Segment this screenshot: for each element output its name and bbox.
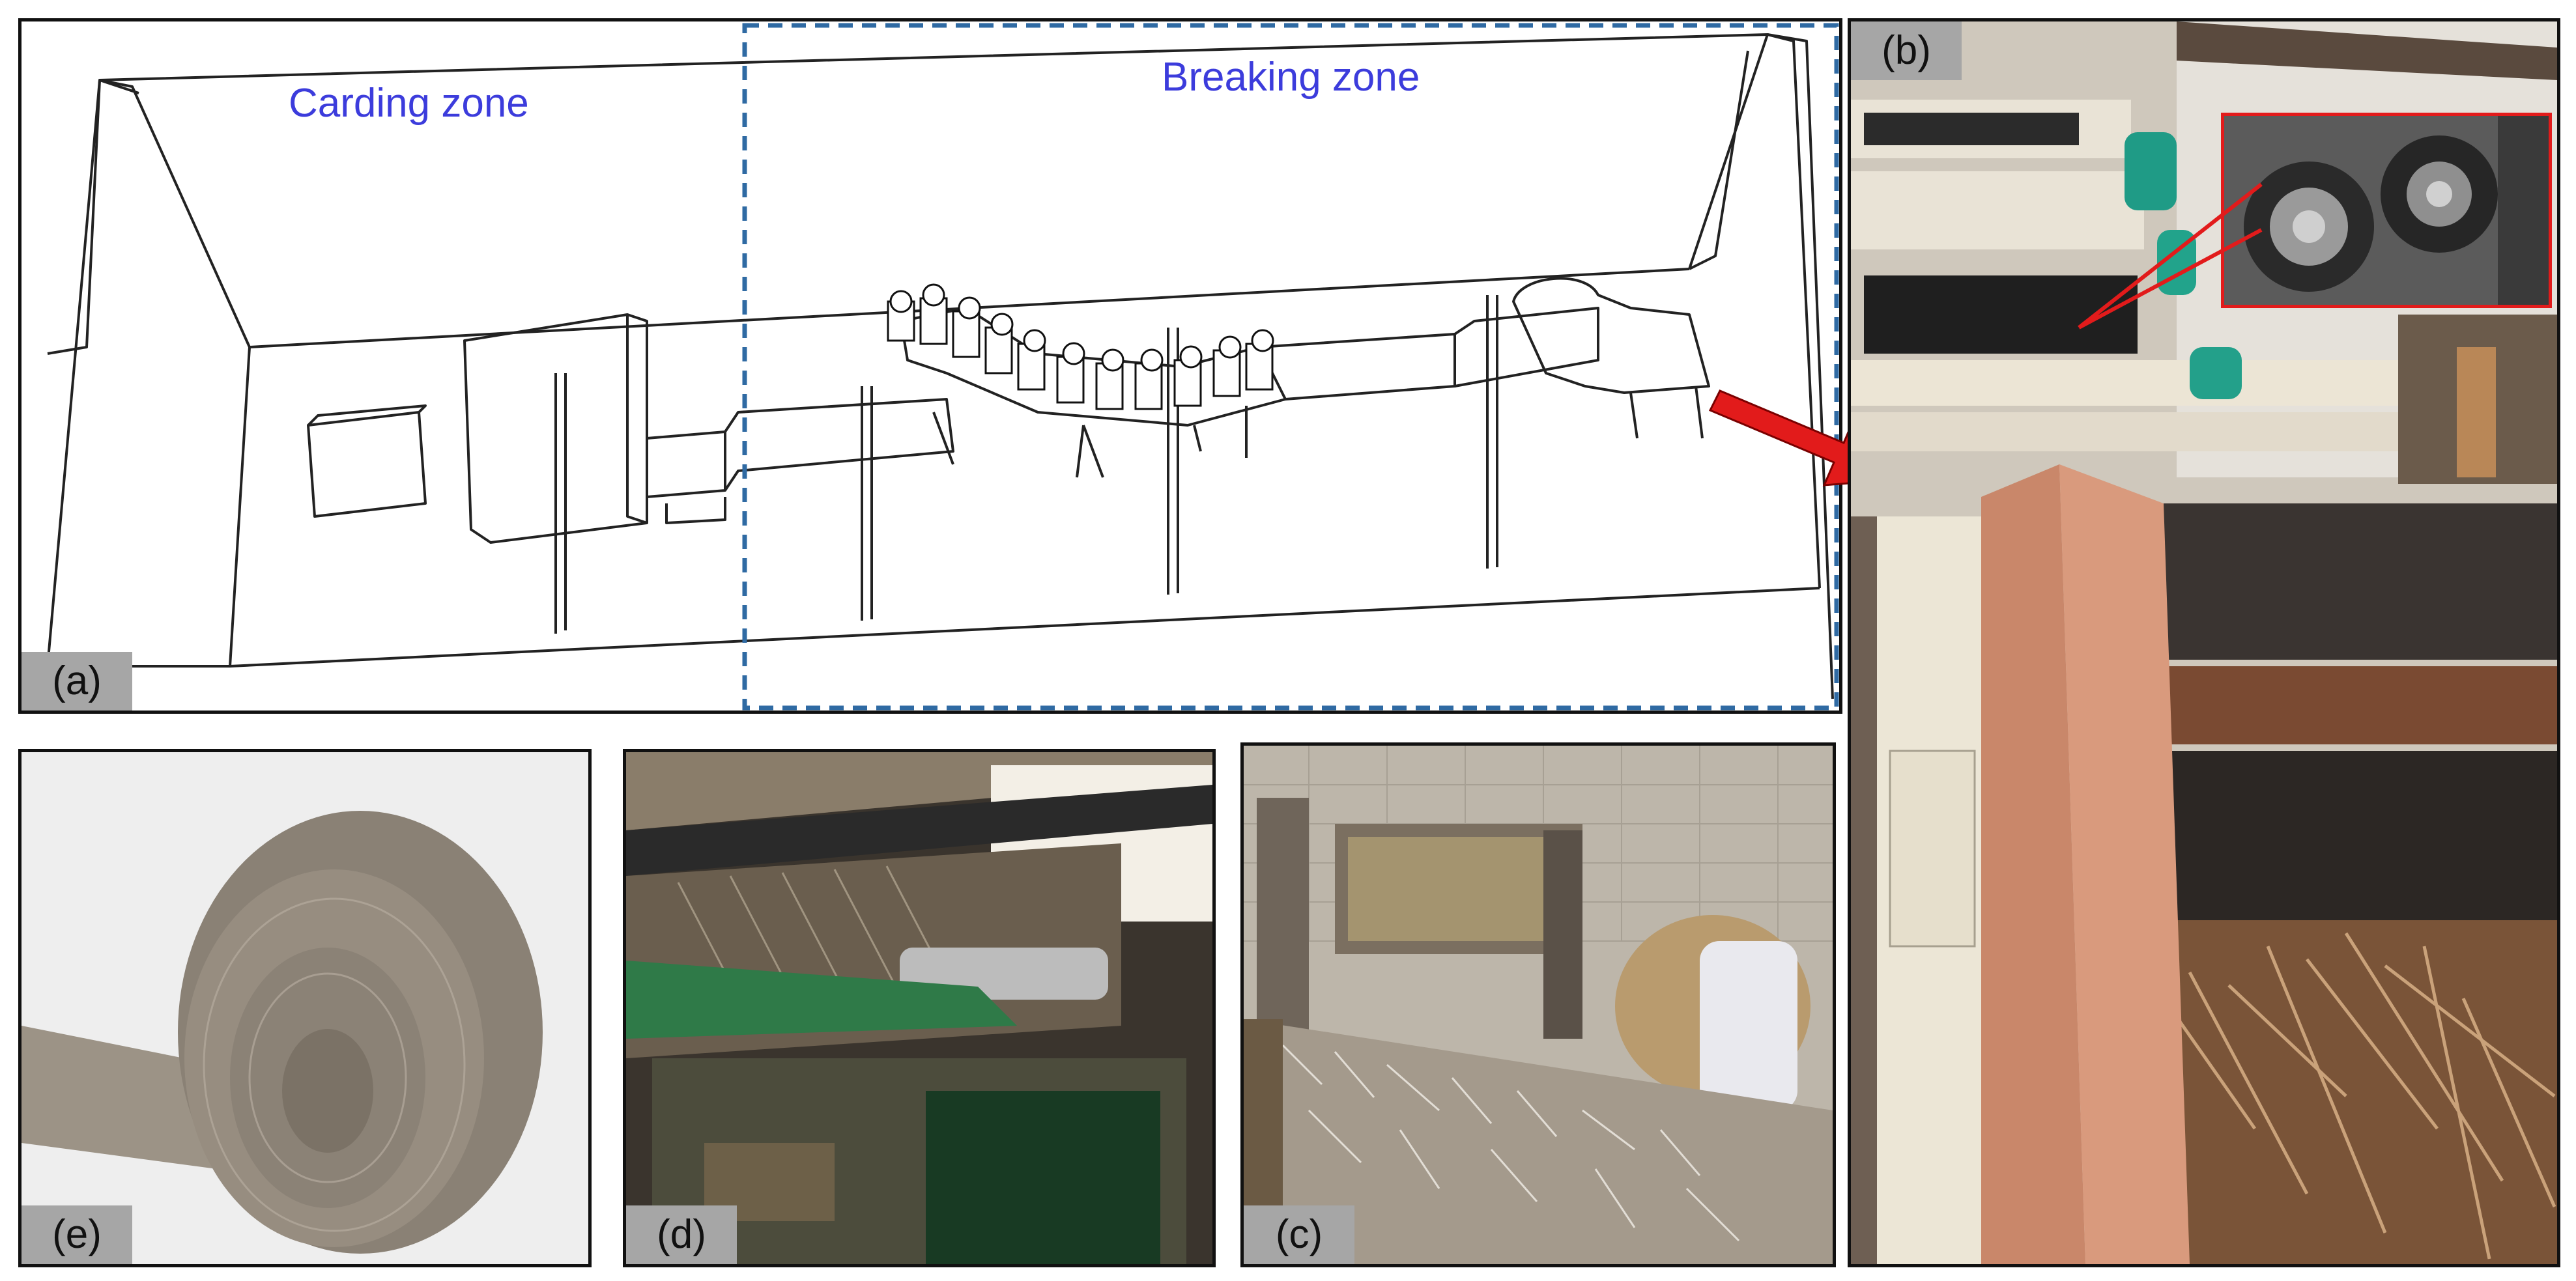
panel-e-photo: (e)	[18, 749, 592, 1267]
breaking-zone-label: Breaking zone	[1162, 55, 1420, 100]
panel-c-photo: (c)	[1240, 742, 1836, 1267]
carding-machine-photo	[626, 752, 1212, 1264]
building-floor-edge	[229, 587, 1820, 668]
panel-d-photo: (d)	[623, 749, 1216, 1267]
gear-inset-image	[2224, 116, 2549, 305]
building-left-wall	[46, 79, 251, 668]
panel-d-tag: (d)	[626, 1205, 737, 1264]
carding-zone-label: Carding zone	[289, 81, 529, 126]
schematic-drawing	[46, 23, 1839, 711]
fiber-roll-photo	[21, 752, 588, 1264]
carding-conveyor	[646, 398, 954, 498]
control-box-small	[307, 404, 427, 518]
building-outline	[47, 33, 1834, 699]
fiber-conveyor-photo	[1244, 746, 1833, 1264]
panel-a-tag: (a)	[21, 652, 132, 711]
left-roof-line	[99, 79, 139, 94]
panel-b-photo: (b)	[1848, 18, 2560, 1267]
panel-c-tag: (c)	[1244, 1205, 1354, 1264]
breaking-post-1	[861, 386, 873, 621]
panel-e-tag: (e)	[21, 1205, 132, 1264]
inset-pointer-lines	[2078, 182, 2263, 330]
panel-a-schematic: Carding zone Breaking zone (a)	[18, 18, 1842, 714]
feeder-unit	[1512, 277, 1710, 394]
carding-machine-block	[463, 313, 648, 544]
roller-mechanism	[887, 283, 1274, 410]
panel-b-tag: (b)	[1851, 21, 1962, 80]
building-right-wall	[1688, 34, 1769, 270]
breaking-post-3	[1486, 295, 1498, 569]
breaking-zone-dashed-border	[742, 23, 1839, 711]
gear-inset	[2221, 113, 2552, 308]
